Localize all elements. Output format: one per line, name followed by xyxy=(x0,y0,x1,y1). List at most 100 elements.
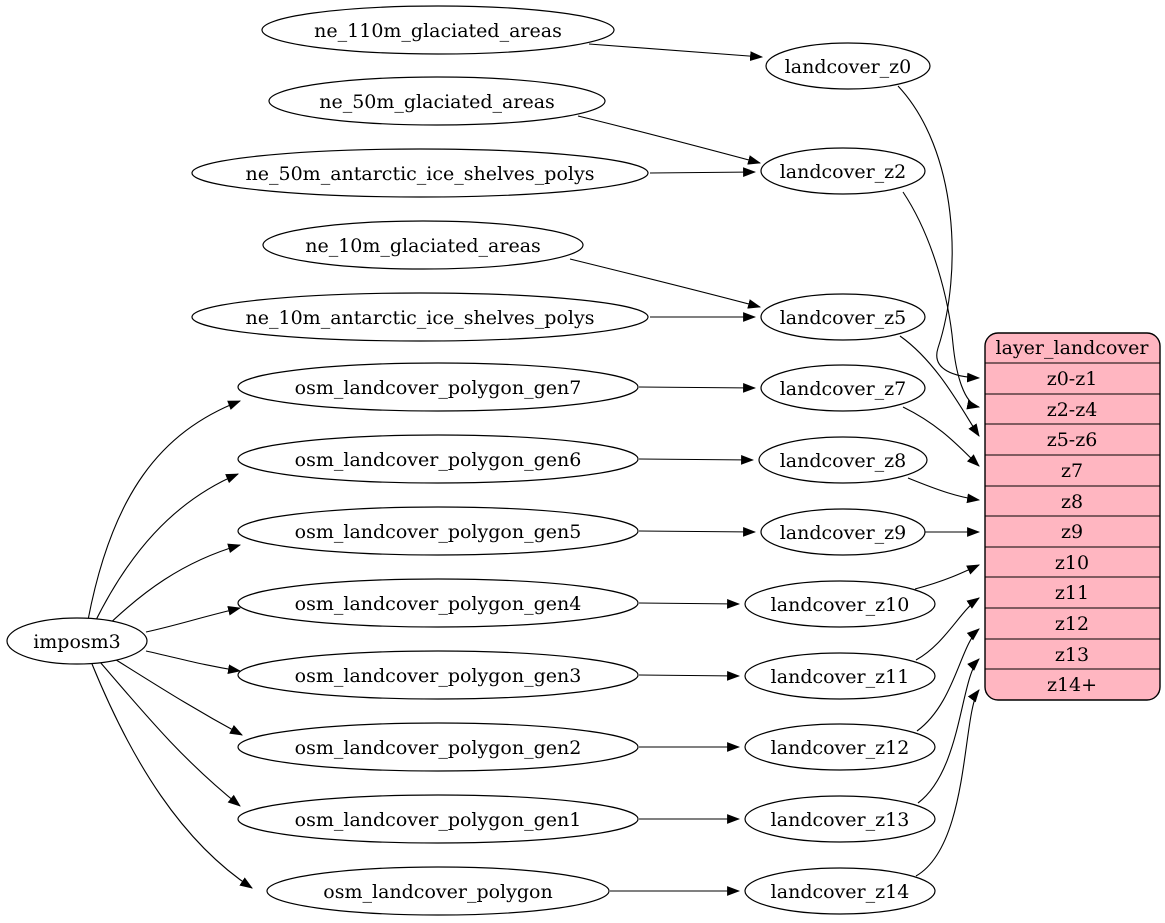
stage-ellipse xyxy=(744,723,936,771)
source-label: osm_landcover_polygon_gen3 xyxy=(295,665,582,687)
table-row: z5-z6 xyxy=(1047,429,1098,451)
row-label-z13: z13 xyxy=(1055,644,1089,666)
stage-label: landcover_z10 xyxy=(771,594,910,616)
source-label: osm_landcover_polygon_gen1 xyxy=(295,809,582,831)
node-landcover_z11: landcover_z11 xyxy=(744,652,936,700)
edge-imposm3-osm_landcover_polygon_gen6 xyxy=(93,473,239,625)
source-label: osm_landcover_polygon xyxy=(323,881,552,903)
stage-ellipse xyxy=(760,293,926,341)
node-osm_landcover_polygon_gen6: osm_landcover_polygon_gen6 xyxy=(237,434,639,484)
row-label-z0-z1: z0-z1 xyxy=(1047,368,1098,390)
source-ellipse xyxy=(237,722,639,772)
edges-imposm3 xyxy=(87,400,253,889)
node-ne_10m_glaciated_areas: ne_10m_glaciated_areas xyxy=(262,220,584,270)
edge-imposm3-osm_landcover_polygon_gen1 xyxy=(99,661,241,807)
edge-landcover_z0-row-z0-z1 xyxy=(897,85,981,383)
source-label: osm_landcover_polygon_gen7 xyxy=(295,377,582,399)
edges-stages-to-table xyxy=(897,85,981,877)
stage-label: landcover_z11 xyxy=(771,666,910,688)
stage-ellipse xyxy=(760,508,926,556)
stage-label: landcover_z7 xyxy=(780,378,907,400)
node-landcover_z13: landcover_z13 xyxy=(744,795,936,843)
source-label: ne_110m_glaciated_areas xyxy=(314,20,562,42)
node-landcover_z8: landcover_z8 xyxy=(758,436,928,484)
stage-label: landcover_z5 xyxy=(780,307,907,329)
stage-label: landcover_z9 xyxy=(780,522,907,544)
stage-ellipse xyxy=(758,436,928,484)
row-label-z5-z6: z5-z6 xyxy=(1047,429,1098,451)
source-label: ne_50m_glaciated_areas xyxy=(319,91,555,113)
stage-label: landcover_z14 xyxy=(771,881,910,903)
row-label-z11: z11 xyxy=(1055,582,1089,604)
row-label-z10: z10 xyxy=(1055,552,1089,574)
node-ne_50m_antarctic_ice_shelves_polys: ne_50m_antarctic_ice_shelves_polys xyxy=(191,148,649,198)
source-label: ne_50m_antarctic_ice_shelves_polys xyxy=(246,163,595,185)
table-row: z14+ xyxy=(1047,674,1097,696)
edge-landcover_z10-row-z10 xyxy=(914,564,980,590)
source-ellipse xyxy=(237,434,639,484)
row-label-z7: z7 xyxy=(1061,460,1083,482)
table-row: z13 xyxy=(1055,644,1089,666)
node-layer_landcover: layer_landcover z0-z1 z2-z4 z5-z6 z7 z8 … xyxy=(984,332,1161,701)
node-ne_10m_antarctic_ice_shelves_polys: ne_10m_antarctic_ice_shelves_polys xyxy=(191,292,649,342)
source-ellipse xyxy=(237,794,639,844)
node-osm_landcover_polygon_gen7: osm_landcover_polygon_gen7 xyxy=(237,362,639,412)
row-label-z2-z4: z2-z4 xyxy=(1047,399,1098,421)
edge-landcover_z14-row-z14plus xyxy=(915,689,980,877)
source-ellipse xyxy=(191,292,649,342)
row-label-z14plus: z14+ xyxy=(1047,674,1097,696)
edge-imposm3-osm_landcover_polygon_gen5 xyxy=(102,543,242,631)
table-row: z9 xyxy=(1061,521,1083,543)
source-label: osm_landcover_polygon_gen5 xyxy=(295,521,582,543)
stage-ellipse xyxy=(760,364,926,412)
node-osm_landcover_polygon: osm_landcover_polygon xyxy=(266,866,610,916)
node-landcover_z10: landcover_z10 xyxy=(744,580,936,628)
edge-imposm3-osm_landcover_polygon_gen2 xyxy=(112,657,243,736)
edge-landcover_z11-row-z11 xyxy=(915,597,980,661)
source-ellipse xyxy=(261,5,615,55)
edge-landcover_z8-row-z8 xyxy=(907,477,981,504)
table-row: z10 xyxy=(1055,552,1089,574)
node-imposm3: imposm3 xyxy=(6,617,148,665)
stage-ellipse xyxy=(744,795,936,843)
stage-ellipse xyxy=(744,652,936,700)
edge-landcover_z2-row-z2-z4 xyxy=(902,191,981,410)
stage-label: landcover_z12 xyxy=(771,737,910,759)
stage-ellipse xyxy=(765,42,931,90)
edge-osm_landcover_polygon_gen7-landcover_z7 xyxy=(638,383,757,393)
source-label: ne_10m_glaciated_areas xyxy=(305,235,541,257)
node-osm_landcover_polygon_gen1: osm_landcover_polygon_gen1 xyxy=(237,794,639,844)
table-row: z8 xyxy=(1061,491,1083,513)
source-ellipse xyxy=(266,866,610,916)
row-label-z8: z8 xyxy=(1061,491,1083,513)
node-landcover_z14: landcover_z14 xyxy=(744,867,936,915)
stage-ellipse xyxy=(744,867,936,915)
source-label: osm_landcover_polygon_gen4 xyxy=(295,593,582,615)
edge-osm_landcover_polygon_gen5-landcover_z9 xyxy=(638,527,757,537)
row-separators xyxy=(985,362,1160,670)
edge-ne_110m_glaciated_areas-landcover_z0 xyxy=(588,43,764,61)
edge-landcover_z7-row-z7 xyxy=(902,406,980,467)
source-ellipse xyxy=(268,76,606,126)
node-ne_110m_glaciated_areas: ne_110m_glaciated_areas xyxy=(261,5,615,55)
node-landcover_z5: landcover_z5 xyxy=(760,293,926,341)
stage-ellipse xyxy=(760,147,926,195)
node-osm_landcover_polygon_gen4: osm_landcover_polygon_gen4 xyxy=(237,578,639,628)
node-landcover_z0: landcover_z0 xyxy=(765,42,931,90)
node-landcover_z12: landcover_z12 xyxy=(744,723,936,771)
edge-imposm3-osm_landcover_polygon_gen4 xyxy=(145,606,242,633)
edge-osm_landcover_polygon_gen4-landcover_z10 xyxy=(638,599,741,609)
row-label-z9: z9 xyxy=(1061,521,1083,543)
edge-imposm3-osm_landcover_polygon xyxy=(91,663,253,889)
node-landcover_z9: landcover_z9 xyxy=(760,508,926,556)
table-row: z0-z1 xyxy=(1047,368,1098,390)
table-row: z12 xyxy=(1055,613,1089,635)
stage-label: landcover_z8 xyxy=(780,450,907,472)
source-ellipse xyxy=(191,148,649,198)
edge-osm_landcover_polygon_gen3-landcover_z11 xyxy=(638,671,741,681)
node-osm_landcover_polygon_gen3: osm_landcover_polygon_gen3 xyxy=(237,650,639,700)
source-ellipse xyxy=(237,578,639,628)
node-osm_landcover_polygon_gen5: osm_landcover_polygon_gen5 xyxy=(237,506,639,556)
